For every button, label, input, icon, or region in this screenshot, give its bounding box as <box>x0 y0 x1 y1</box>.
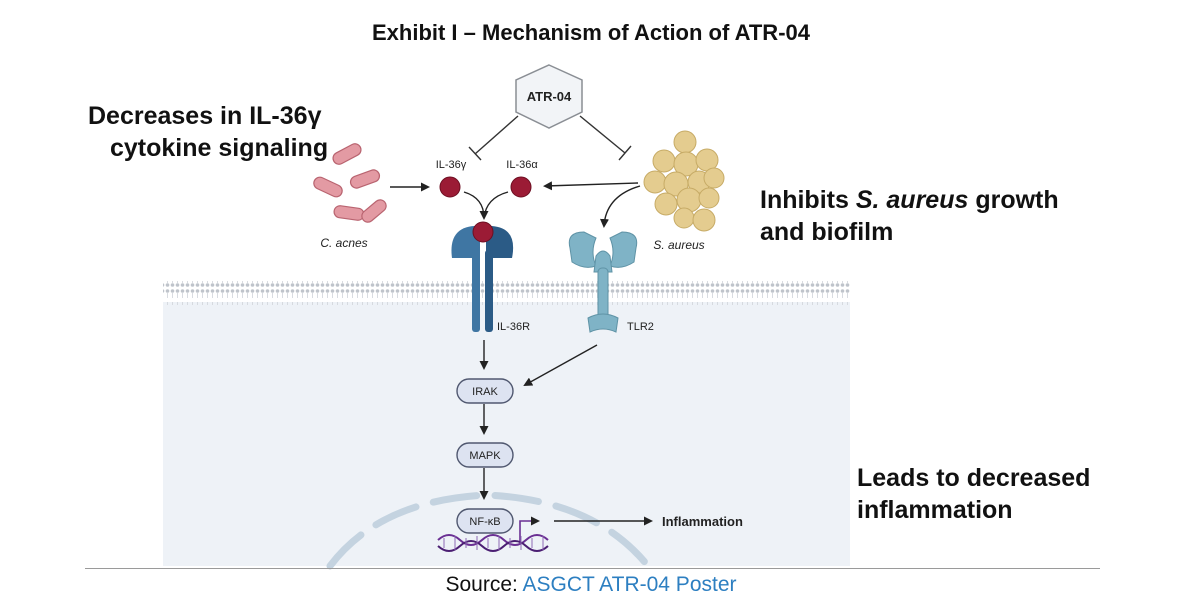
callout-right-top-line2: and biofilm <box>760 218 894 246</box>
atr04-node: ATR-04 <box>515 64 583 129</box>
mapk-label: MAPK <box>469 450 501 462</box>
arrow-cytokines-to-il36r <box>463 191 489 220</box>
il36a-label: IL-36α <box>506 159 538 171</box>
source-link[interactable]: ASGCT ATR-04 Poster <box>522 573 737 596</box>
tlr2-receptor <box>568 231 638 333</box>
arrow-il36a-converge <box>483 191 509 219</box>
source-line: Source: ASGCT ATR-04 Poster <box>0 573 1182 597</box>
transcription-start-arrow <box>519 516 540 542</box>
s-aureus-label: S. aureus <box>653 238 704 252</box>
source-prefix: Source: <box>445 573 523 596</box>
nfkb-node <box>456 508 514 534</box>
mapk-node <box>456 442 514 468</box>
source-divider <box>85 568 1100 569</box>
il36r-receptor <box>451 226 514 332</box>
arrow-s-aureus-to-il36a <box>543 181 639 191</box>
inhibition-to-il36g <box>468 115 519 161</box>
il36g-cytokine <box>439 176 461 198</box>
nfkb-label: NF-κB <box>469 516 500 528</box>
irak-label: IRAK <box>472 386 498 398</box>
s-aureus-cluster <box>643 130 725 232</box>
callout-decreased-inflammation: Leads to decreased inflammation <box>857 462 1090 526</box>
atr04-label: ATR-04 <box>527 89 572 104</box>
il36g-bound-cytokine <box>472 221 494 243</box>
arrow-s-aureus-to-tlr2 <box>599 185 641 228</box>
atr04-hexagon <box>515 64 583 129</box>
tlr2-label: TLR2 <box>627 321 654 333</box>
c-acnes-label: C. acnes <box>320 236 367 250</box>
callout-right-bottom-line2: inflammation <box>857 496 1013 524</box>
callout-right-top-suffix: growth <box>968 186 1059 214</box>
nuclear-envelope <box>326 491 652 570</box>
inhibition-to-s-aureus <box>579 115 632 161</box>
callout-left-line2: cytokine signaling <box>110 134 329 162</box>
cell-membrane <box>163 281 850 305</box>
callout-left-line1: Decreases in IL-36γ <box>88 102 322 130</box>
callout-right-top-prefix: Inhibits <box>760 186 856 214</box>
il36g-label: IL-36γ <box>436 159 467 171</box>
irak-node <box>456 378 514 404</box>
callout-right-bottom-line1: Leads to decreased <box>857 464 1091 492</box>
callout-right-top-italic: S. aureus <box>855 186 969 214</box>
c-acnes-bacteria <box>313 143 387 223</box>
il36r-label: IL-36R <box>497 321 530 333</box>
callout-s-aureus-inhibition: Inhibits S. aureus growth and biofilm <box>760 184 1059 248</box>
il36a-cytokine <box>510 176 532 198</box>
inflammation-label: Inflammation <box>662 514 743 529</box>
callout-il36-signaling: Decreases in IL-36γ cytokine signaling <box>88 100 328 164</box>
figure-title: Exhibit I – Mechanism of Action of ATR-0… <box>371 20 810 45</box>
arrow-tlr2-to-irak <box>523 344 598 386</box>
dna-helix <box>437 534 549 552</box>
